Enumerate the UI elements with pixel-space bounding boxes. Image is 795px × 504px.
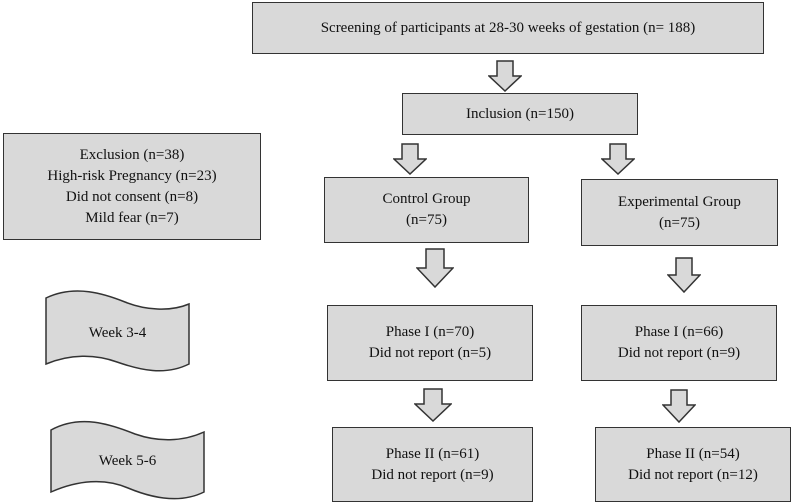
arrow-inclusion-to-control <box>393 143 427 175</box>
arrow-screening-to-inclusion <box>488 60 522 92</box>
experimental-phase1-box: Phase I (n=66) Did not report (n=9) <box>581 305 777 381</box>
experimental-group-title: Experimental Group <box>618 193 741 210</box>
control-phase2-dropout: Did not report (n=9) <box>371 466 494 483</box>
exclusion-mild-fear: Mild fear (n=7) <box>85 209 179 226</box>
experimental-phase2-box: Phase II (n=54) Did not report (n=12) <box>595 427 791 502</box>
arrow-control-to-phase1 <box>416 248 454 288</box>
inclusion-text: Inclusion (n=150) <box>465 105 575 122</box>
control-group-count: (n=75) <box>406 212 447 228</box>
exclusion-total: Exclusion (n=38) <box>79 146 185 163</box>
experimental-phase1-dropout: Did not report (n=9) <box>617 345 741 361</box>
experimental-phase2-dropout: Did not report (n=12) <box>628 466 758 483</box>
week-3-4-banner: Week 3-4 <box>45 290 190 376</box>
control-phase2-box: Phase II (n=61) Did not report (n=9) <box>332 427 533 502</box>
screening-text: Screening of participants at 28-30 weeks… <box>320 19 696 36</box>
experimental-group-box: Experimental Group (n=75) <box>581 179 778 246</box>
control-phase1-count: Phase I (n=70) <box>385 324 475 340</box>
control-phase1-box: Phase I (n=70) Did not report (n=5) <box>327 305 533 381</box>
exclusion-high-risk: High-risk Pregnancy (n=23) <box>47 167 217 184</box>
experimental-group-count: (n=75) <box>659 214 700 231</box>
inclusion-box: Inclusion (n=150) <box>402 93 638 135</box>
arrow-experimental-to-phase1 <box>667 257 701 293</box>
control-group-title: Control Group <box>382 191 471 207</box>
week-3-4-label: Week 3-4 <box>88 324 147 341</box>
week-5-6-banner: Week 5-6 <box>50 418 205 504</box>
arrow-experimental-phase1-to-phase2 <box>662 389 696 423</box>
control-group-box: Control Group (n=75) <box>324 177 529 243</box>
control-phase1-dropout: Did not report (n=5) <box>368 345 492 361</box>
experimental-phase1-count: Phase I (n=66) <box>634 324 724 340</box>
screening-box: Screening of participants at 28-30 weeks… <box>252 2 764 54</box>
control-phase2-count: Phase II (n=61) <box>385 445 480 462</box>
exclusion-no-consent: Did not consent (n=8) <box>65 188 199 205</box>
arrow-inclusion-to-experimental <box>601 143 635 175</box>
experimental-phase2-count: Phase II (n=54) <box>646 445 740 462</box>
exclusion-box: Exclusion (n=38) High-risk Pregnancy (n=… <box>3 133 261 240</box>
arrow-control-phase1-to-phase2 <box>414 388 452 422</box>
week-5-6-label: Week 5-6 <box>98 452 157 469</box>
